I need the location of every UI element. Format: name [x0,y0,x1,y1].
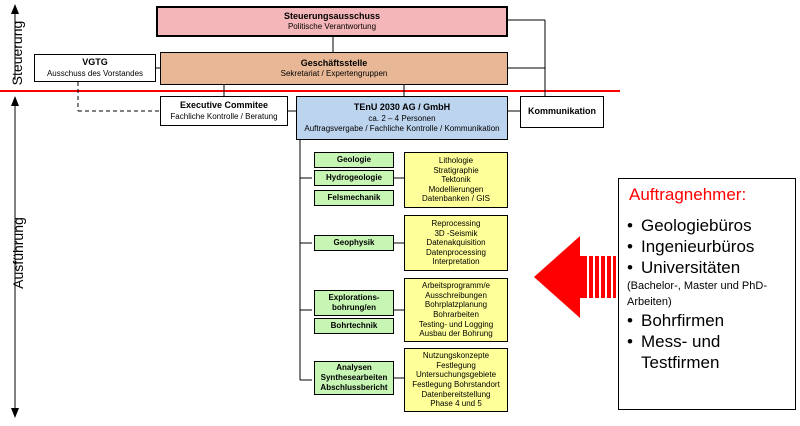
office-subtitle: Sekretariat / Expertengruppen [280,69,388,79]
contractors-list: Geologiebüros Ingenieurbüros Universität… [627,215,795,373]
task-item: Stratigraphie [433,165,479,175]
contractor-item: Universitäten (Bachelor-, Master und PhD… [627,257,795,310]
contractor-item: Mess- und Testfirmen [627,331,795,373]
contractor-item: Geologiebüros [627,215,795,236]
group-item: Bohrtechnik [330,321,378,330]
task-item: Ausschreibungen [425,290,487,300]
executive-committee-box: Executive Commitee Fachliche Kontrolle /… [160,96,288,126]
tenu-title: TEnU 2030 AG / GmbH [353,102,451,113]
contractors-title: Auftragnehmer: [629,185,747,204]
contractor-label: Mess- und Testfirmen [641,332,721,372]
group-bohrtechnik: Bohrtechnik [314,318,394,334]
communication-title: Kommunikation [527,106,596,117]
contractor-item: Bohrfirmen [627,310,795,331]
group-geologie: Geologie [314,152,394,168]
group-analysen: Analysen Synthesearbeiten Abschlussberic… [314,361,394,395]
task-item: Reprocessing [431,219,481,229]
group-item: Geophysik [333,238,375,247]
group-felsmechanik: Felsmechanik [314,190,394,206]
task-item: Datenprocessing [425,247,487,257]
task-item: 3D -Seismik [434,228,478,238]
contractor-label: Ingenieurbüros [641,237,755,256]
task-item: Bohrplatzplanung [424,300,488,310]
task-item: Festlegung [436,360,476,370]
red-arrow-icon [534,236,616,318]
group-item: Explorations- bohrung/en [328,293,380,312]
tasks-group-4: Nutzungskonzepte Festlegung Untersuchung… [404,348,508,412]
task-item: Nutzungskonzepte [422,351,490,361]
vgtg-box: VGTG Ausschuss des Vorstandes [34,54,156,82]
contractor-label: Bohrfirmen [641,311,725,330]
contractor-item: Ingenieurbüros [627,236,795,257]
group-item: Felsmechanik [327,193,381,202]
ausfuehrung-arrowhead-top [11,96,19,106]
contractor-label: Universitäten [641,258,741,277]
vgtg-subtitle: Ausschuss des Vorstandes [46,68,144,78]
group-item: Geologie [336,155,372,164]
task-item: Datenbanken / GIS [421,194,491,204]
office-box: Geschäftsstelle Sekretariat / Expertengr… [160,52,508,85]
tasks-group-2: Reprocessing 3D -Seismik Datenakquisitio… [404,215,508,271]
tenu-line2: Auftragsvergabe / Fachliche Kontrolle / … [304,123,500,133]
tasks-group-3: Arbeitsprogramm/e Ausschreibungen Bohrpl… [404,278,508,342]
vgtg-title: VGTG [82,57,108,68]
group-hydrogeologie: Hydrogeologie [314,170,394,186]
task-item: Phase 4 und 5 [430,399,482,409]
task-item: Tektonik [441,175,471,185]
steering-title: Steuerungsausschuss [283,10,381,21]
executive-subtitle: Fachliche Kontrolle / Beratung [170,111,278,121]
contractor-label: Geologiebüros [641,216,752,235]
task-item: Datenakquisition [426,238,486,248]
tenu-line1: ca. 2 – 4 Personen [368,113,436,123]
label-ausfuehrung: Ausführung [10,217,26,289]
communication-box: Kommunikation [520,96,604,128]
office-title: Geschäftsstelle [300,57,368,68]
task-item: Arbeitsprogramm/e [421,281,491,291]
tenu-box: TEnU 2030 AG / GmbH ca. 2 – 4 Personen A… [296,96,508,140]
task-item: Modellierungen [428,184,484,194]
task-item: Testing- und Logging [418,319,494,329]
group-item: Analysen Synthesearbeiten Abschlussberic… [320,363,388,392]
contractors-box: Auftragnehmer: Geologiebüros Ingenieurbü… [618,178,796,410]
task-item: Bohrarbeiten [433,310,479,319]
tasks-group-1: Lithologie Stratigraphie Tektonik Modell… [404,152,508,208]
group-explorationsbohrung: Explorations- bohrung/en [314,290,394,316]
label-steuerung: Steuerung [9,20,25,86]
task-item: Festlegung Bohrstandort [412,380,500,389]
task-item: Datenbereitstellung [421,389,491,399]
steuerung-arrowhead [11,4,19,14]
contractor-note: (Bachelor-, Master und PhD-Arbeiten) [627,280,767,308]
task-item: Lithologie [438,156,474,166]
executive-title: Executive Commitee [179,100,269,111]
task-item: Ausbau der Bohrung [419,329,493,339]
ausfuehrung-arrowhead-bottom [11,408,19,418]
steering-committee-box: Steuerungsausschuss Politische Verantwor… [156,6,508,37]
task-item: Interpretation [432,257,480,267]
steering-subtitle: Politische Verantwortung [287,22,377,32]
task-item: Untersuchungsgebiete [415,370,497,380]
group-item: Hydrogeologie [325,173,382,182]
group-geophysik: Geophysik [314,235,394,251]
